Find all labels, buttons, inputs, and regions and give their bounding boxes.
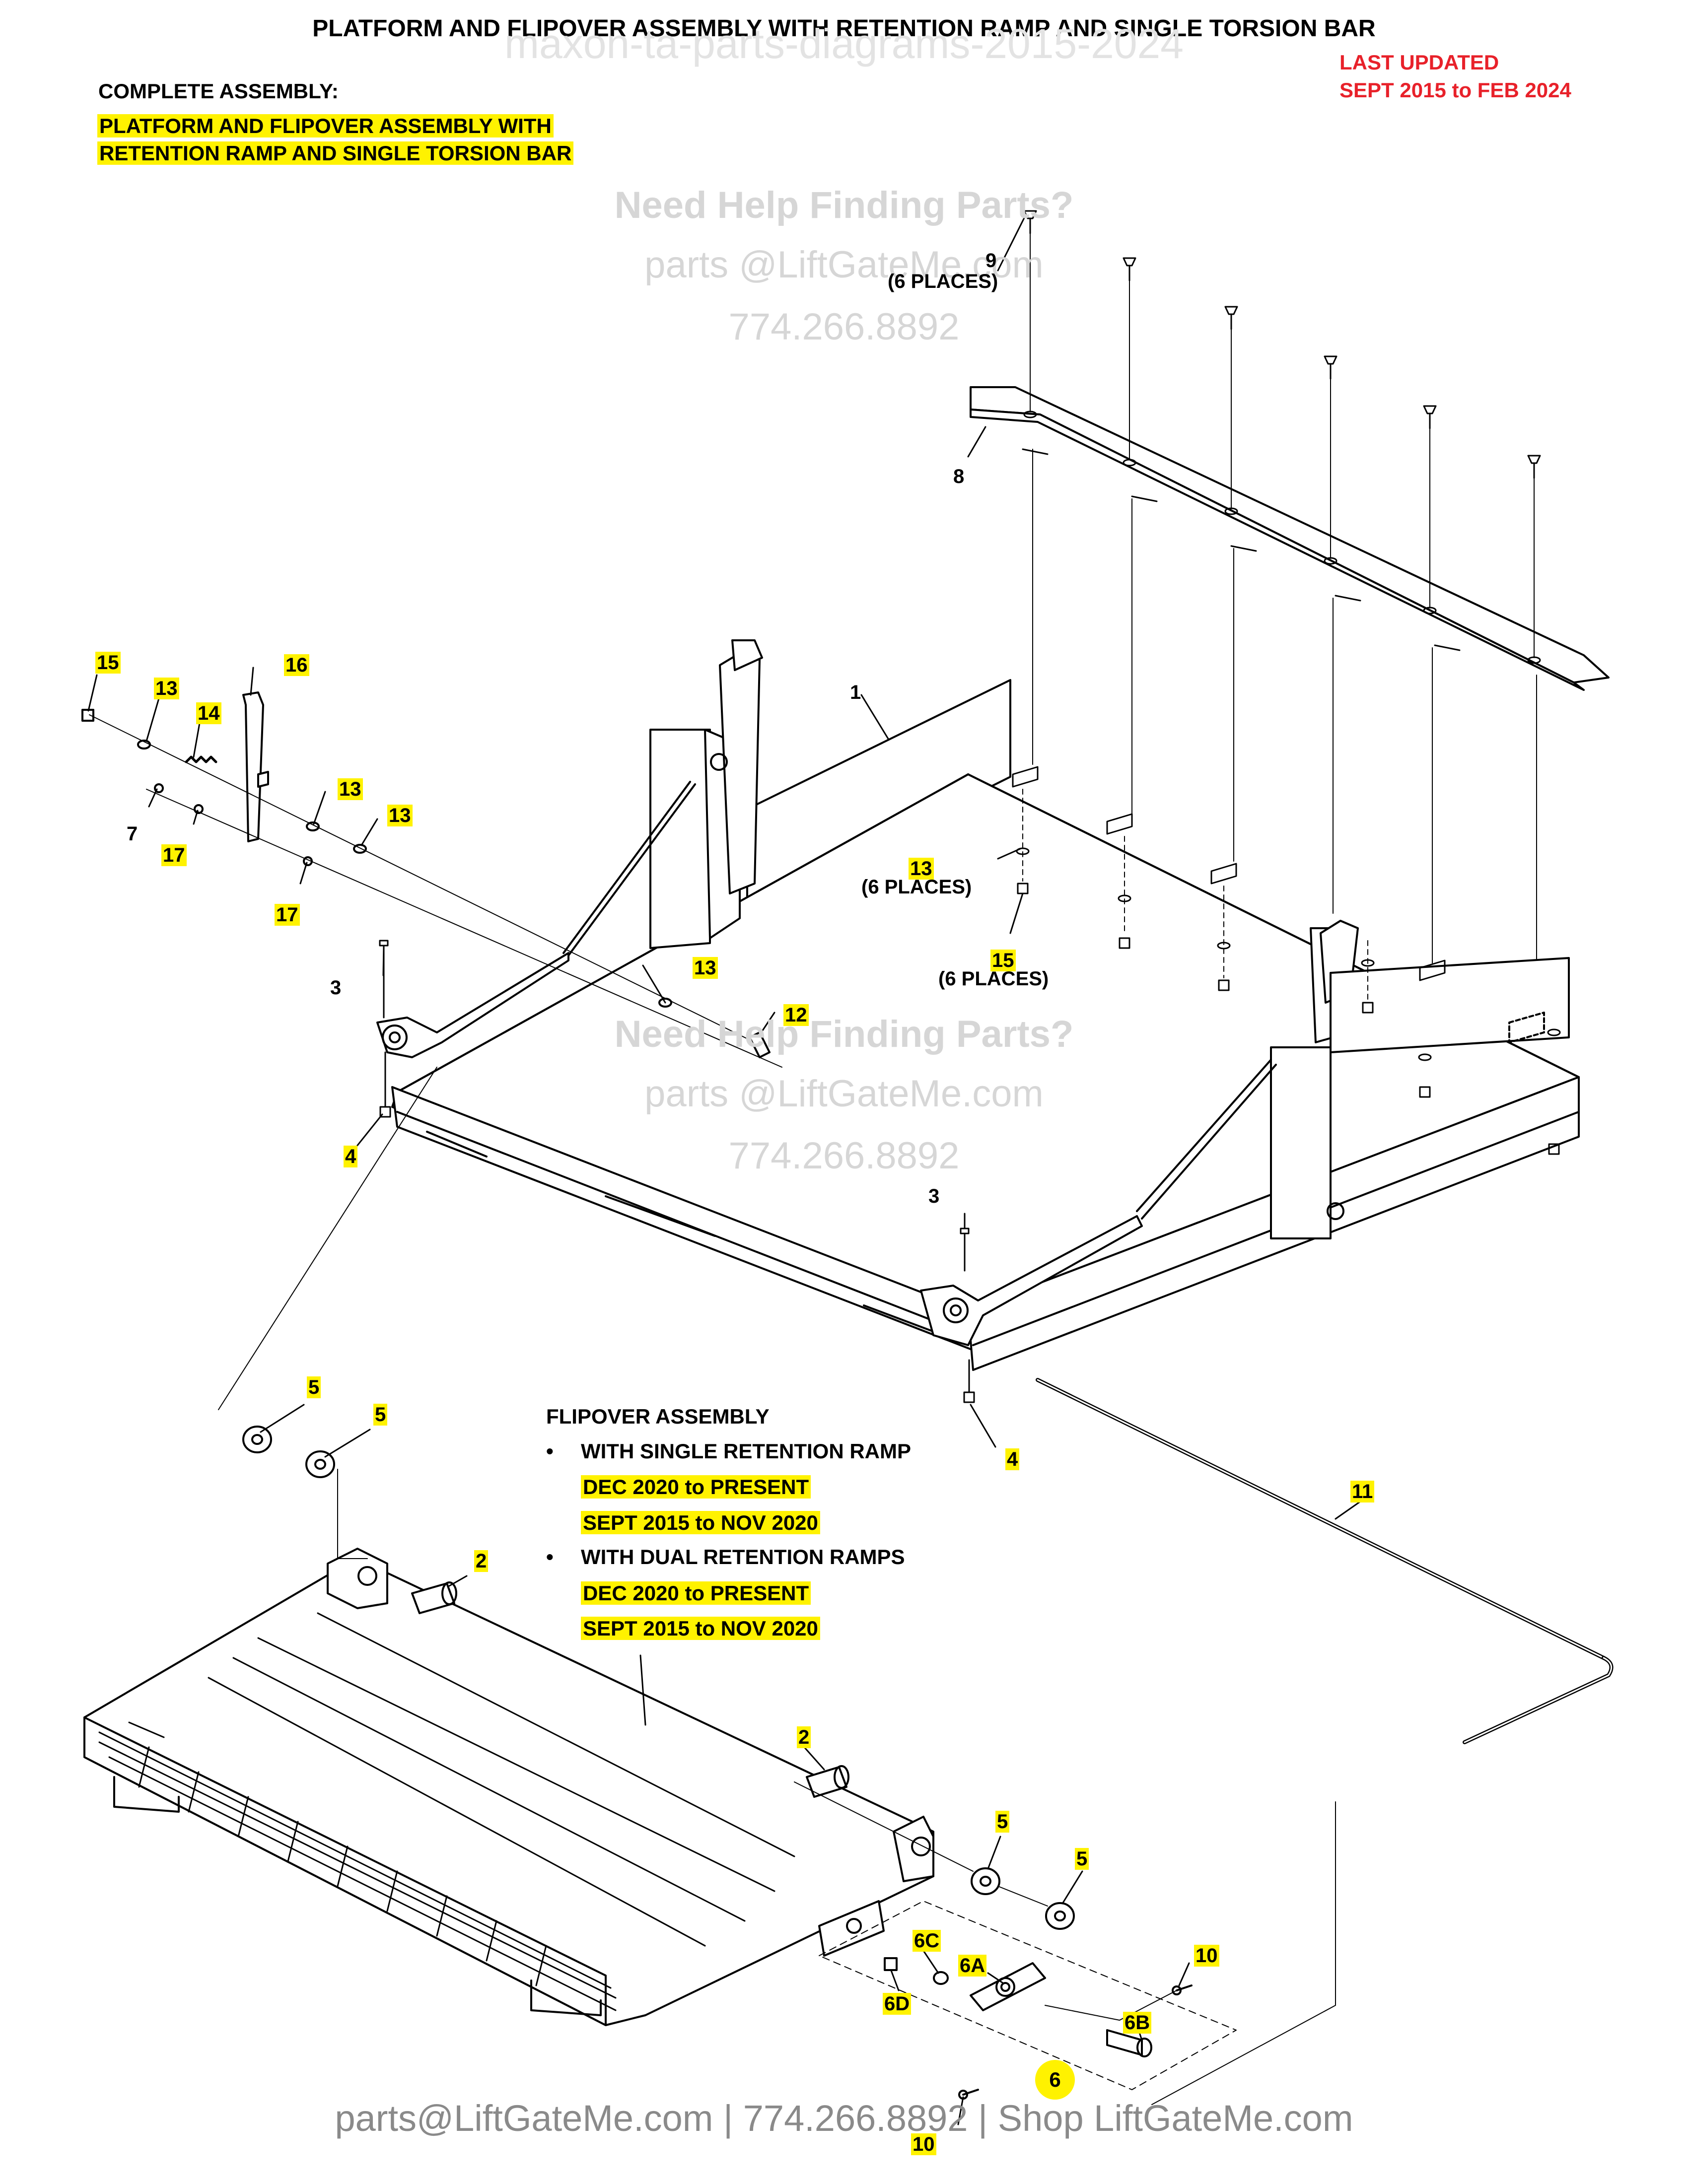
complete-assembly-heading: COMPLETE ASSEMBLY: <box>98 79 339 103</box>
platform-part-1 <box>376 639 1580 1403</box>
flipover-bullet-1: • <box>546 1439 554 1463</box>
watermark-help-2: Need Help Finding Parts? <box>614 1013 1074 1055</box>
callout-13-places[interactable]: 13 <box>909 858 934 880</box>
callout-5-b[interactable]: 5 <box>373 1404 388 1426</box>
leader-lines <box>87 215 1361 2125</box>
diagram-title: PLATFORM AND FLIPOVER ASSEMBLY WITH RETE… <box>312 15 1376 42</box>
complete-assembly-line2-wrap: RETENTION RAMP AND SINGLE TORSION BAR <box>97 140 574 167</box>
callout-2-b[interactable]: 2 <box>797 1726 811 1748</box>
flipover-item-2-link-a[interactable]: DEC 2020 to PRESENT <box>581 1581 811 1605</box>
callout-6[interactable]: 6 <box>1035 2060 1075 2100</box>
complete-assembly-line2[interactable]: RETENTION RAMP AND SINGLE TORSION BAR <box>97 141 574 165</box>
callout-6c[interactable]: 6C <box>913 1930 941 1952</box>
callout-7[interactable]: 7 <box>127 823 138 845</box>
watermark-phone-2: 774.266.8892 <box>728 1135 960 1177</box>
callout-14[interactable]: 14 <box>196 702 221 724</box>
flipover-bullet-2: • <box>546 1545 554 1569</box>
last-updated-date: SEPT 2015 to FEB 2024 <box>1339 78 1571 102</box>
callout-13-c[interactable]: 13 <box>387 805 413 826</box>
callout-6d[interactable]: 6D <box>883 1993 912 2015</box>
callout-6b[interactable]: 6B <box>1123 2012 1152 2034</box>
footer-contact[interactable]: parts@LiftGateMe.com | 774.266.8892 | Sh… <box>335 2098 1353 2139</box>
callout-13-places-label: (6 PLACES) <box>861 876 972 898</box>
callout-13-a[interactable]: 13 <box>154 678 179 699</box>
callout-15-places-label: (6 PLACES) <box>938 968 1049 990</box>
torsion-bar-part-11 <box>1036 1378 1614 2105</box>
callout-5-a[interactable]: 5 <box>307 1376 321 1398</box>
callout-16[interactable]: 16 <box>284 654 309 676</box>
flipover-item-2-link-b[interactable]: SEPT 2015 to NOV 2020 <box>581 1617 820 1640</box>
watermark-email-1: parts @LiftGateMe.com <box>644 244 1044 286</box>
flipover-item-1-link-a[interactable]: DEC 2020 to PRESENT <box>581 1475 811 1499</box>
callout-10-a[interactable]: 10 <box>1194 1945 1219 1967</box>
callout-10-b[interactable]: 10 <box>911 2133 936 2155</box>
callout-5-c[interactable]: 5 <box>995 1811 1010 1833</box>
callout-12[interactable]: 12 <box>783 1004 809 1026</box>
top-watermark: maxon-ta-parts-diagrams-2015-2024 <box>504 20 1184 67</box>
lever-part-16 <box>81 691 782 1068</box>
callout-17-a[interactable]: 17 <box>161 844 187 866</box>
callout-2-a[interactable]: 2 <box>474 1550 489 1572</box>
watermark-help-1: Need Help Finding Parts? <box>614 184 1074 226</box>
callout-4-a[interactable]: 4 <box>344 1146 358 1167</box>
watermark-phone-1: 774.266.8892 <box>728 306 960 348</box>
callout-1[interactable]: 1 <box>850 682 861 703</box>
callout-17-b[interactable]: 17 <box>275 904 300 926</box>
last-updated-label: LAST UPDATED <box>1339 51 1499 74</box>
watermark-email-2: parts @LiftGateMe.com <box>644 1073 1044 1115</box>
plate-part-8 <box>970 210 1610 1013</box>
flipover-item-1: WITH SINGLE RETENTION RAMP <box>581 1439 911 1463</box>
callout-11[interactable]: 11 <box>1350 1481 1375 1502</box>
flipover-assembly <box>83 1067 1237 2100</box>
complete-assembly-line1[interactable]: PLATFORM AND FLIPOVER ASSEMBLY WITH <box>97 114 554 137</box>
callout-3-a[interactable]: 3 <box>330 977 342 999</box>
complete-assembly-line1-wrap: PLATFORM AND FLIPOVER ASSEMBLY WITH <box>97 113 554 139</box>
callout-3-b[interactable]: 3 <box>928 1185 940 1207</box>
flipover-heading: FLIPOVER ASSEMBLY <box>546 1405 770 1428</box>
callout-13-e[interactable]: 13 <box>693 957 718 979</box>
callout-9-places: (6 PLACES) <box>888 271 998 292</box>
callout-5-d[interactable]: 5 <box>1075 1848 1089 1870</box>
callout-13-b[interactable]: 13 <box>338 778 363 800</box>
callout-9[interactable]: 9 <box>985 250 997 272</box>
flipover-item-1-link-b[interactable]: SEPT 2015 to NOV 2020 <box>581 1511 820 1534</box>
callout-8[interactable]: 8 <box>953 466 965 487</box>
callout-4-b[interactable]: 4 <box>1005 1448 1020 1470</box>
callout-15-places[interactable]: 15 <box>990 950 1016 971</box>
flipover-item-2: WITH DUAL RETENTION RAMPS <box>581 1545 905 1569</box>
callout-6a[interactable]: 6A <box>958 1955 987 1977</box>
callout-15[interactable]: 15 <box>95 652 121 674</box>
